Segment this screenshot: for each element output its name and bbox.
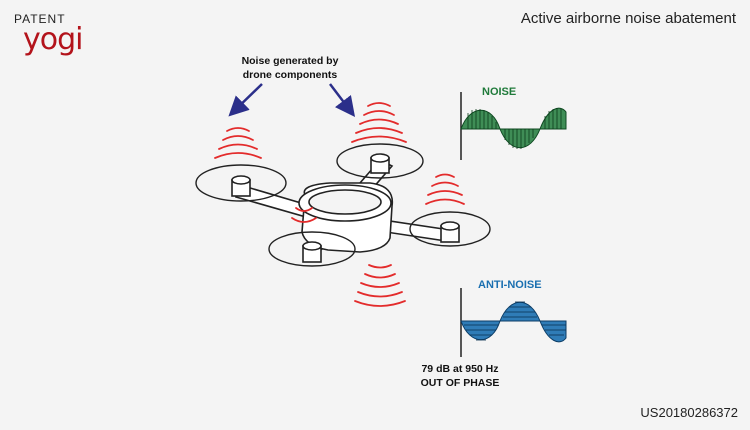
sound-wave-top-left <box>214 127 262 159</box>
sound-wave-under-body <box>291 207 317 223</box>
anti-noise-label: ANTI-NOISE <box>478 279 542 291</box>
sound-wave-top-center <box>351 102 407 143</box>
noise-callout: Noise generated by drone components <box>215 54 365 82</box>
propeller-front <box>268 231 356 267</box>
anti-noise-waveform <box>460 288 567 357</box>
frequency-caption: 79 dB at 950 Hz OUT OF PHASE <box>405 362 515 390</box>
propellers <box>195 143 491 267</box>
patent-number: US20180286372 <box>640 405 738 420</box>
sound-waves <box>214 102 465 307</box>
motor-left <box>231 175 251 197</box>
motor-right <box>440 221 460 243</box>
sound-wave-right <box>425 173 465 205</box>
brand-yogi-logo: yogi <box>23 22 83 57</box>
callout-arrow-left <box>228 83 263 117</box>
propeller-right <box>409 211 491 247</box>
caption-line-2: OUT OF PHASE <box>420 377 500 389</box>
brand-patent-text: PATENT <box>14 12 66 26</box>
motor-front <box>302 241 322 263</box>
callout-line-2: drone components <box>242 69 338 81</box>
drone-illustration <box>231 153 460 263</box>
motor-top <box>370 153 390 174</box>
noise-waveform <box>460 92 567 160</box>
callout-arrow-right <box>329 83 356 117</box>
propeller-left <box>195 164 287 202</box>
caption-line-1: 79 dB at 950 Hz <box>421 363 499 375</box>
noise-label: NOISE <box>482 86 517 98</box>
sound-wave-bottom <box>354 264 406 307</box>
page-title: Active airborne noise abatement <box>520 10 736 27</box>
callout-line-1: Noise generated by <box>241 55 339 67</box>
propeller-top <box>336 143 424 179</box>
